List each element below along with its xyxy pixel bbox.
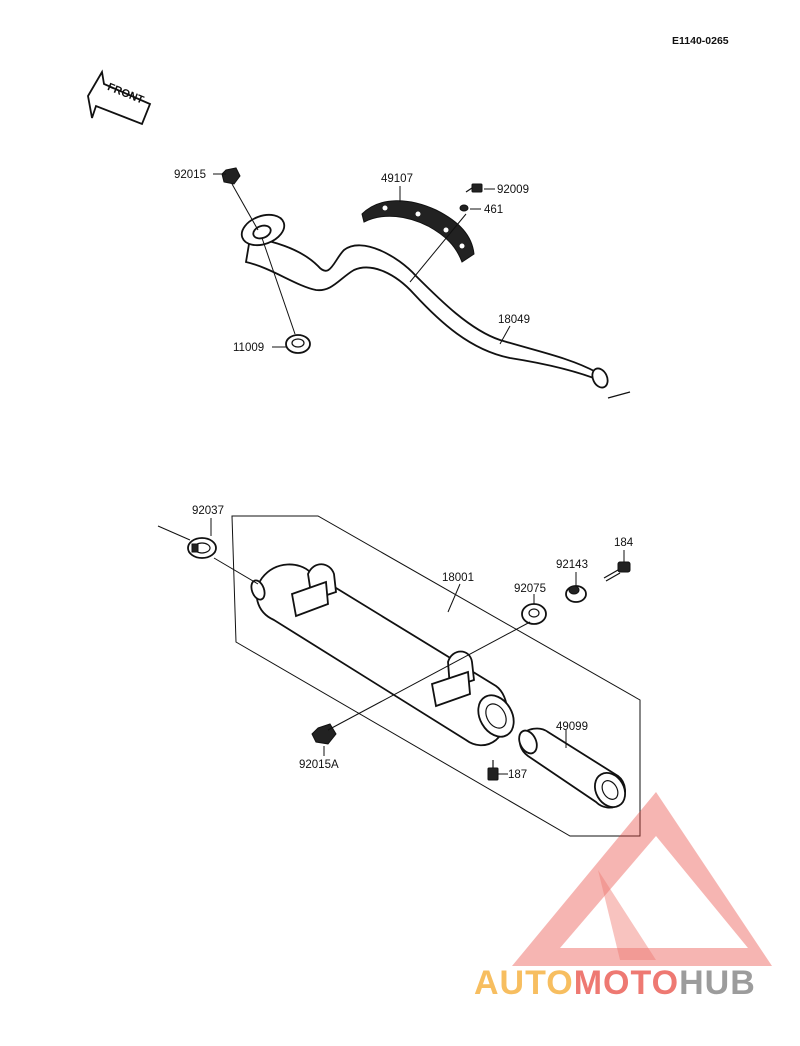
muffler-body	[250, 563, 515, 747]
label-49107: 49107	[381, 173, 413, 185]
leader-lines-upper	[213, 173, 511, 348]
watermark-hub: HUB	[679, 964, 756, 1002]
label-92143: 92143	[556, 559, 588, 571]
gasket-11009-icon	[285, 334, 311, 354]
bolt-184-icon	[603, 561, 631, 582]
watermark-triangle-icon	[512, 792, 772, 966]
diagram-code: E1140-0265	[672, 35, 729, 47]
washer-461-icon	[459, 204, 469, 212]
nut-92015A-icon	[311, 723, 337, 745]
muffler-assembly-outline	[231, 515, 641, 837]
collar-92143-icon	[565, 585, 587, 603]
label-92009: 92009	[497, 184, 529, 196]
exhaust-pipe	[240, 213, 631, 399]
part-labels: 92015 49107 92009 461 18049 11009 92037 …	[174, 169, 634, 781]
watermark-auto: AUTO	[474, 964, 574, 1002]
nut-92015-icon	[221, 167, 241, 185]
bolt-92009-icon	[465, 183, 483, 193]
grommet-92075-icon	[521, 603, 547, 625]
watermark-moto: MOTO	[574, 964, 679, 1002]
pipe-cover	[361, 200, 475, 263]
label-49099: 49099	[556, 721, 588, 733]
bolt-187-icon	[487, 760, 499, 781]
leader-lines-lower	[210, 518, 625, 775]
label-184: 184	[614, 537, 634, 549]
watermark-logo: AUTOMOTOHUB	[474, 792, 772, 1002]
label-461: 461	[484, 204, 503, 216]
label-11009: 11009	[233, 342, 264, 354]
label-92015A: 92015A	[299, 759, 339, 771]
label-18001: 18001	[442, 572, 474, 584]
tailpipe-49099	[518, 727, 626, 809]
clamp-92037-icon	[187, 537, 217, 559]
svg-text:AUTOMOTOHUB: AUTOMOTOHUB	[474, 964, 756, 1002]
label-18049: 18049	[498, 314, 530, 326]
label-92037: 92037	[192, 505, 224, 517]
label-92015: 92015	[174, 169, 206, 181]
front-arrow-icon: FRONT	[87, 69, 152, 126]
label-92075: 92075	[514, 583, 546, 595]
label-187: 187	[508, 769, 527, 781]
